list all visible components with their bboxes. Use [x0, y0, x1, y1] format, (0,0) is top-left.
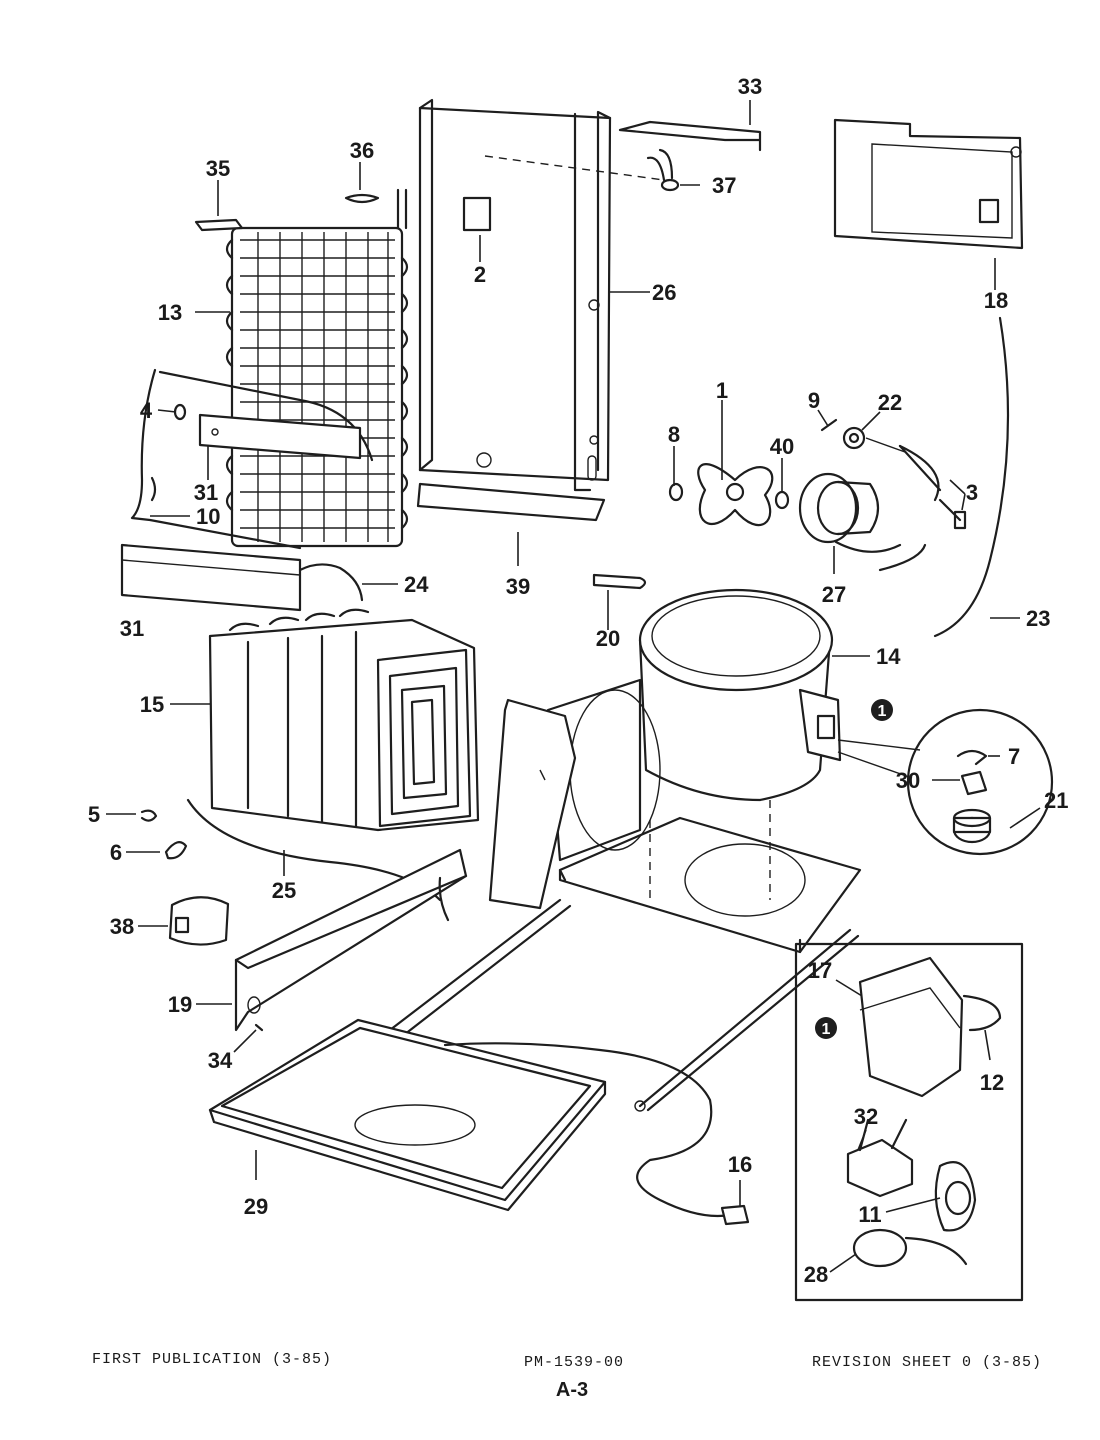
label-32: 32: [854, 1104, 878, 1129]
grommet-22: [842, 426, 866, 450]
note-marker-compressor: 1: [871, 699, 893, 721]
drier-clip: [173, 403, 187, 421]
washer-40: [774, 490, 790, 510]
label-18: 18: [984, 288, 1008, 313]
label-28: 28: [804, 1262, 828, 1287]
tube-23: [933, 316, 1010, 638]
revision-sheet: REVISION SHEET 0 (3-85): [812, 1354, 1042, 1371]
label-34: 34: [208, 1048, 233, 1073]
power-cord: [443, 1042, 750, 1226]
drain-trough: [416, 482, 606, 522]
rear-panel: [418, 98, 612, 492]
label-9: 9: [808, 388, 820, 413]
condenser-bracket-31-lower: [120, 543, 302, 612]
label-17: 17: [808, 958, 832, 983]
side-bracket: [488, 698, 577, 910]
label-27: 27: [822, 582, 846, 607]
label-35: 35: [206, 156, 230, 181]
screw-9: [820, 418, 838, 432]
condenser-clip-36: [344, 193, 380, 204]
clip-5: [140, 809, 158, 822]
electrical-inset: [794, 942, 1024, 1302]
label-16: 16: [728, 1152, 752, 1177]
label-29: 29: [244, 1194, 268, 1219]
screw-34: [254, 1023, 264, 1032]
label-38: 38: [110, 914, 134, 939]
compressor: [638, 588, 842, 802]
label-11: 11: [858, 1202, 881, 1227]
fan-blade: [697, 463, 774, 526]
condenser-clip-35: [194, 218, 244, 232]
filter-drier: [592, 573, 647, 590]
condenser-bracket-31-upper: [198, 413, 362, 460]
label-22: 22: [878, 390, 902, 415]
label-2: 2: [474, 262, 486, 287]
compressor-base: [546, 678, 862, 954]
drain-pan: [208, 1018, 607, 1212]
first-publication: FIRST PUBLICATION (3-85): [92, 1351, 332, 1368]
label-14: 14: [876, 644, 901, 669]
label-36: 36: [350, 138, 374, 163]
label-12: 12: [980, 1070, 1004, 1095]
label-7: 7: [1008, 744, 1020, 769]
wire-connector-37: [646, 148, 680, 192]
label-5: 5: [88, 802, 100, 827]
label-30: 30: [896, 768, 920, 793]
part-labels: 33 37 18 35 36 13 2 26 1 8 40 9 22 3 4 3…: [88, 74, 1069, 1287]
label-23: 23: [1026, 606, 1050, 631]
timer-38: [168, 896, 230, 946]
label-37: 37: [712, 173, 736, 198]
label-24: 24: [404, 572, 429, 597]
fan-motor: [798, 472, 902, 553]
label-3: 3: [966, 480, 978, 505]
label-6: 6: [110, 840, 122, 865]
label-8: 8: [668, 422, 680, 447]
label-20: 20: [596, 626, 620, 651]
evaporator-coil: [208, 608, 480, 832]
compressor-cover-panel: [833, 118, 1024, 250]
label-13: 13: [158, 300, 182, 325]
note-marker-inset: 1: [815, 1017, 837, 1039]
fan-motor-bracket: [878, 444, 967, 572]
drain-wire-10: [130, 368, 302, 550]
base-rail-19: [234, 848, 468, 1032]
tube-24: [298, 563, 364, 602]
base-rails: [388, 898, 860, 1112]
leader-lines: [106, 100, 1041, 1273]
label-39: 39: [506, 574, 530, 599]
condenser-coil: [158, 188, 409, 548]
label-33: 33: [738, 74, 762, 99]
washer-8: [668, 482, 684, 502]
label-31-lower: 31: [120, 616, 144, 641]
mounting-detail-inset: [837, 708, 1054, 856]
clip-6: [164, 841, 188, 860]
label-4: 4: [140, 398, 153, 423]
label-19: 19: [168, 992, 192, 1017]
label-25: 25: [272, 878, 296, 903]
label-1: 1: [716, 378, 728, 403]
footer: FIRST PUBLICATION (3-85) PM-1539-00 A-3 …: [92, 1351, 1042, 1401]
label-15: 15: [140, 692, 164, 717]
page-id: A-3: [556, 1379, 588, 1401]
svg-text:1: 1: [878, 703, 887, 720]
label-26: 26: [652, 280, 676, 305]
part-manual-number: PM-1539-00: [524, 1354, 624, 1371]
label-31-upper: 31: [194, 480, 218, 505]
svg-text:1: 1: [822, 1021, 831, 1038]
label-40: 40: [770, 434, 794, 459]
bracket-33: [618, 120, 762, 152]
label-10: 10: [196, 504, 220, 529]
label-21: 21: [1044, 788, 1068, 813]
